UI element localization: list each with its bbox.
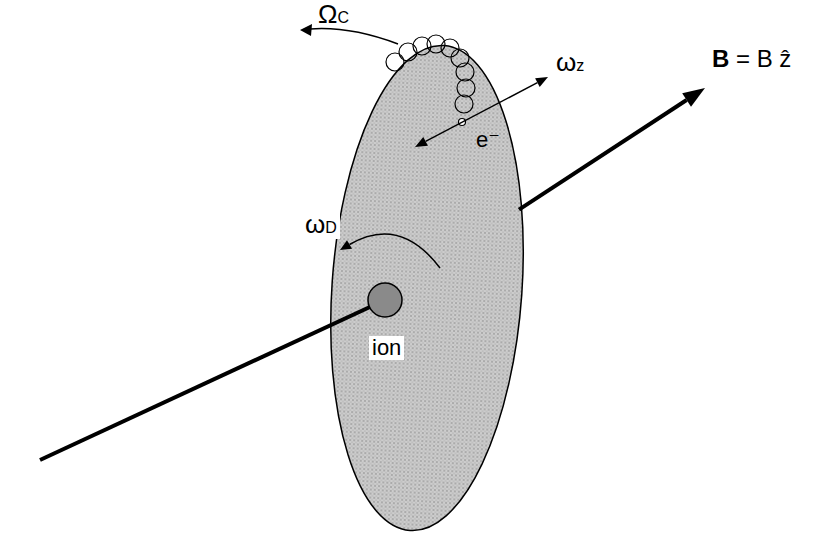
drift-arrowhead	[340, 240, 352, 250]
field-axis	[519, 100, 687, 210]
cyclotron-arrow	[310, 29, 398, 44]
cyclotron-arrowhead	[300, 24, 312, 36]
electron-label: e⁻	[476, 128, 500, 152]
cyclotron-helix	[386, 35, 475, 113]
field-axis	[40, 300, 385, 460]
ion-symbol	[368, 283, 402, 317]
drift-arrow	[350, 234, 441, 268]
bounce-arrowhead	[415, 137, 428, 147]
cyclotron-frequency-label: ΩC	[318, 0, 349, 29]
drift-frequency-label: ωD	[302, 210, 340, 239]
bounce-arrowhead	[535, 77, 548, 87]
bounce-frequency-label: ωz	[556, 48, 584, 77]
field-arrowhead	[682, 88, 705, 107]
field-label: B = B ẑ	[712, 46, 791, 72]
ion-label: ion	[369, 336, 404, 360]
orbit-disk	[315, 39, 538, 537]
